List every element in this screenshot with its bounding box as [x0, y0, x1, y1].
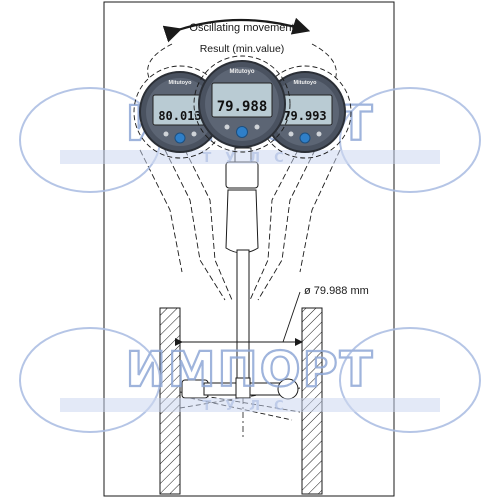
result-label: Result (min.value): [200, 43, 285, 55]
figure-frame: [103, 1, 395, 497]
gauge-right-brand: Mitutoyo: [294, 80, 318, 86]
gauge-left-reading: 80.013: [158, 109, 201, 123]
oscillating-arrow: [162, 17, 311, 43]
gauge-right: Mitutoyo 79.993: [258, 65, 352, 159]
measuring-head: [181, 377, 299, 400]
oscillating-label: Oscillating movement: [189, 22, 294, 34]
gauge-center-brand: Mitutoyo: [230, 69, 255, 75]
svg-text:ИМПОРТ: ИМПОРТ: [126, 342, 375, 398]
watermark-bottom: ИМПОРТ ТУЛС: [19, 327, 481, 433]
gauge-center: Mitutoyo 79.988: [193, 55, 291, 153]
swing-arc-right: [311, 43, 337, 81]
diameter-leader: [282, 291, 301, 343]
gauge-left-brand: Mitutoyo: [169, 80, 193, 86]
swing-arc-left: [147, 43, 173, 81]
gauge-right-reading: 79.993: [283, 109, 326, 123]
svg-text:ТУЛС: ТУЛС: [202, 399, 297, 414]
swing-outlines: [139, 149, 341, 301]
gauge-center-reading: 79.988: [217, 99, 268, 115]
diameter-label: ø 79.988 mm: [304, 285, 369, 297]
svg-text:ТУЛС: ТУЛС: [202, 151, 297, 166]
